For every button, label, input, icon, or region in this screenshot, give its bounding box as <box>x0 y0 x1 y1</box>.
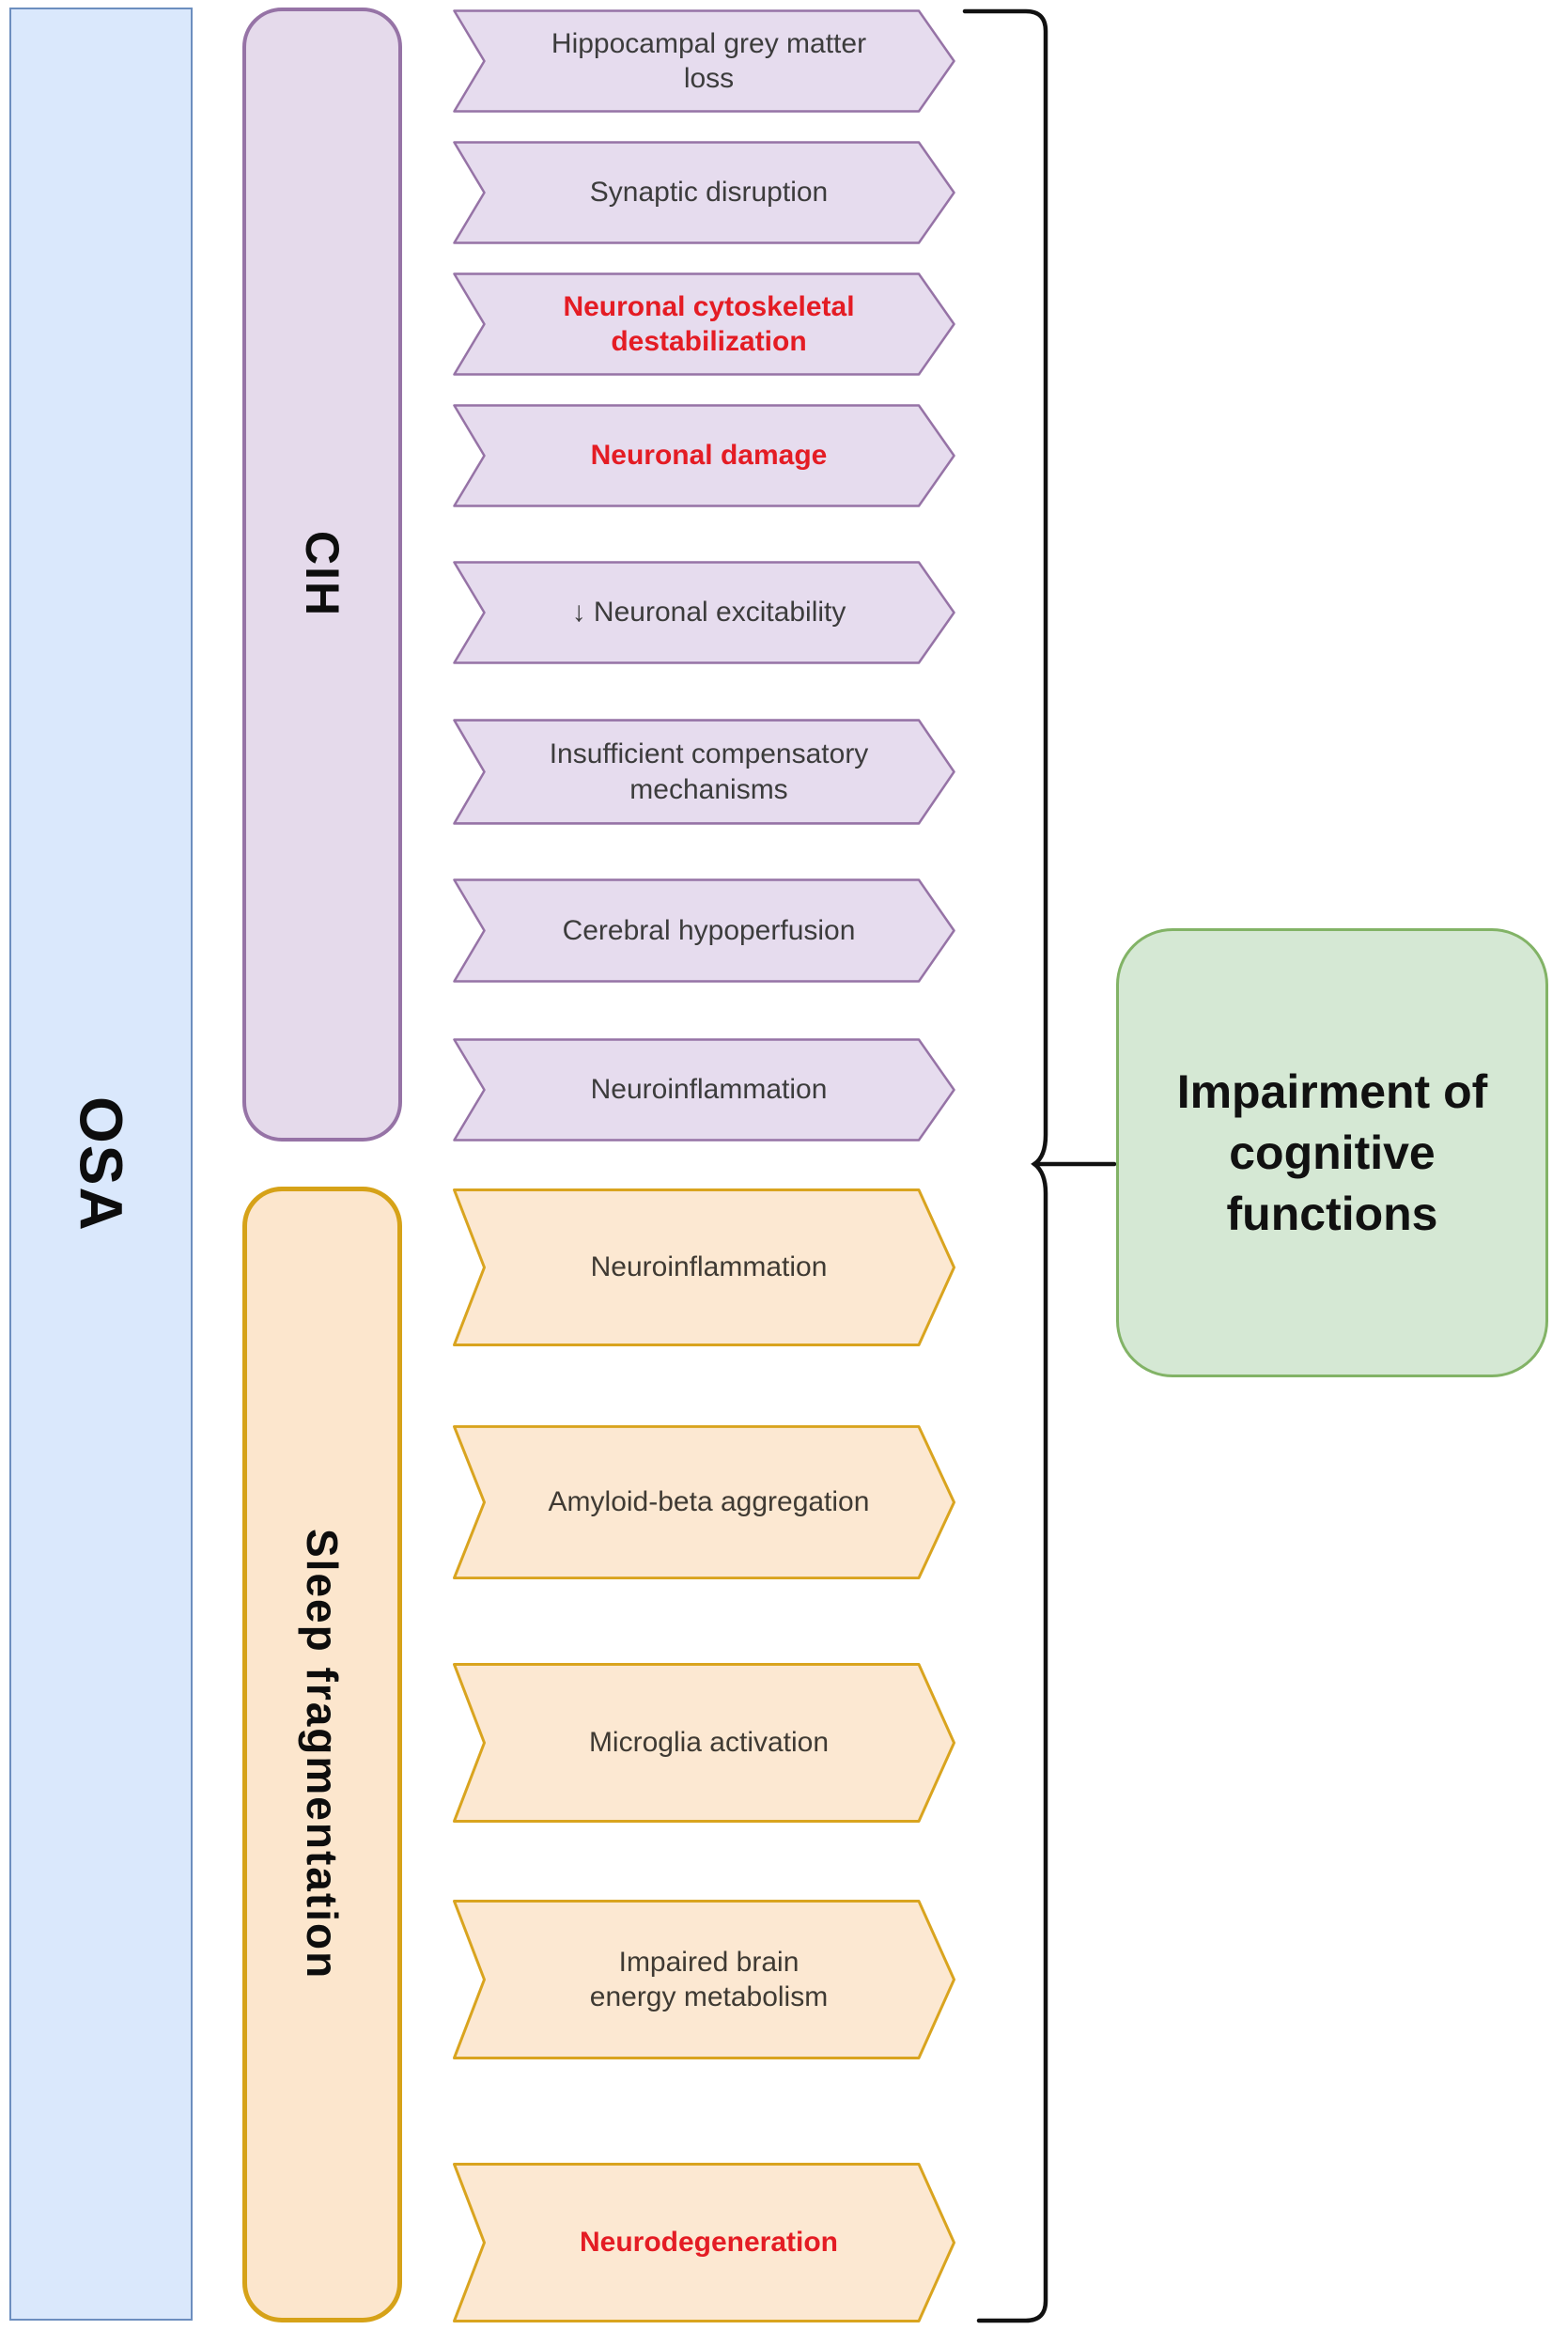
chevron-arrow-shape <box>453 2163 955 2322</box>
sleep-arrow-amyloid-beta-aggregation: Amyloid-beta aggregation <box>453 1425 955 1579</box>
cih-arrow-neuroinflammation: Neuroinflammation <box>453 1038 955 1142</box>
arrow-label: Impaired brain energy metabolism <box>589 1946 829 2013</box>
arrow-label: ↓ Neuronal excitability <box>571 597 846 629</box>
arrow-label: Neuroinflammation <box>590 1251 828 1283</box>
osa-box: OSA <box>9 8 193 2321</box>
cih-arrow-neuronal-damage: Neuronal damage <box>453 404 955 507</box>
cih-group-box: CIH <box>242 8 402 1142</box>
cih-arrow-cerebral-hypoperfusion: Cerebral hypoperfusion <box>453 878 955 983</box>
arrow-label: Neurodegeneration <box>579 2227 839 2259</box>
chevron-arrow-shape <box>453 1038 955 1142</box>
chevron-arrow-shape <box>453 719 955 825</box>
chevron-arrow-shape <box>453 1900 955 2059</box>
sleep-fragmentation-label: Sleep fragmentation <box>298 1529 347 1980</box>
arrow-label: Amyloid-beta aggregation <box>548 1486 870 1518</box>
arrow-label: Cerebral hypoperfusion <box>562 914 856 946</box>
chevron-arrow-shape <box>453 272 955 376</box>
chevron-arrow-shape <box>453 1663 955 1823</box>
cih-arrow-insufficient-compensatory-mechanisms: Insufficient compensatory mechanisms <box>453 719 955 825</box>
sleep-arrow-neurodegeneration: Neurodegeneration <box>453 2163 955 2322</box>
sleep-arrow-microglia-activation: Microglia activation <box>453 1663 955 1823</box>
osa-label: OSA <box>67 1095 135 1233</box>
outcome-box: Impairment of cognitive functions <box>1116 928 1548 1377</box>
arrow-label: Neuronal damage <box>590 440 828 472</box>
chevron-arrow-shape <box>453 141 955 244</box>
curly-brace <box>962 8 1117 2323</box>
chevron-arrow-shape <box>453 404 955 507</box>
arrow-label: Insufficient compensatory mechanisms <box>549 738 869 805</box>
arrow-label: Synaptic disruption <box>589 177 829 209</box>
cih-arrow-synaptic-disruption: Synaptic disruption <box>453 141 955 244</box>
outcome-label: Impairment of cognitive functions <box>1176 1064 1488 1240</box>
arrow-label: Neuronal cytoskeletal destabilization <box>563 290 855 358</box>
sleep-arrow-neuroinflammation: Neuroinflammation <box>453 1188 955 1346</box>
chevron-arrow-shape <box>453 1425 955 1579</box>
chevron-arrow-shape <box>453 878 955 983</box>
chevron-arrow-shape <box>453 1188 955 1346</box>
cih-label: CIH <box>296 531 349 618</box>
sleep-fragmentation-group-box: Sleep fragmentation <box>242 1187 402 2322</box>
cih-arrow-decreased-neuronal-excitability: ↓ Neuronal excitability <box>453 561 955 664</box>
cih-arrow-neuronal-cytoskeletal-destabilization: Neuronal cytoskeletal destabilization <box>453 272 955 376</box>
arrow-label: Microglia activation <box>588 1727 830 1759</box>
chevron-arrow-shape <box>453 561 955 664</box>
arrow-label: Neuroinflammation <box>590 1074 828 1106</box>
chevron-arrow-shape <box>453 9 955 113</box>
arrow-label: Hippocampal grey matter loss <box>551 27 867 95</box>
cih-arrow-hippocampal-grey-matter-loss: Hippocampal grey matter loss <box>453 9 955 113</box>
sleep-arrow-impaired-brain-energy-metabolism: Impaired brain energy metabolism <box>453 1900 955 2059</box>
